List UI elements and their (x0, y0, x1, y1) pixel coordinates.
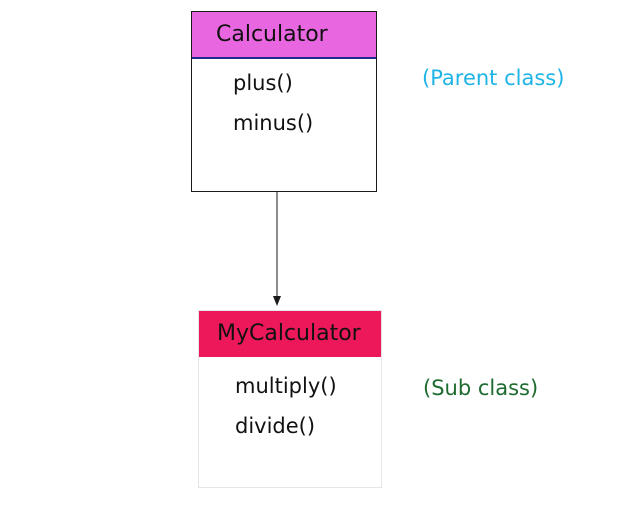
connector-arrowhead (273, 296, 281, 306)
child-class-annotation: (Sub class) (423, 376, 539, 400)
parent-class-box: Calculator plus() minus() (191, 11, 377, 192)
parent-method-minus: minus() (233, 111, 314, 135)
child-method-multiply: multiply() (235, 374, 337, 398)
parent-class-methods: plus() minus() (192, 59, 376, 150)
child-class-name: MyCalculator (199, 311, 381, 357)
parent-class-name: Calculator (192, 12, 376, 59)
child-method-divide: divide() (235, 414, 316, 438)
child-class-methods: multiply() divide() (199, 357, 381, 453)
parent-method-plus: plus() (233, 71, 293, 95)
child-class-box: MyCalculator multiply() divide() (198, 310, 382, 488)
parent-class-annotation: (Parent class) (422, 66, 565, 90)
